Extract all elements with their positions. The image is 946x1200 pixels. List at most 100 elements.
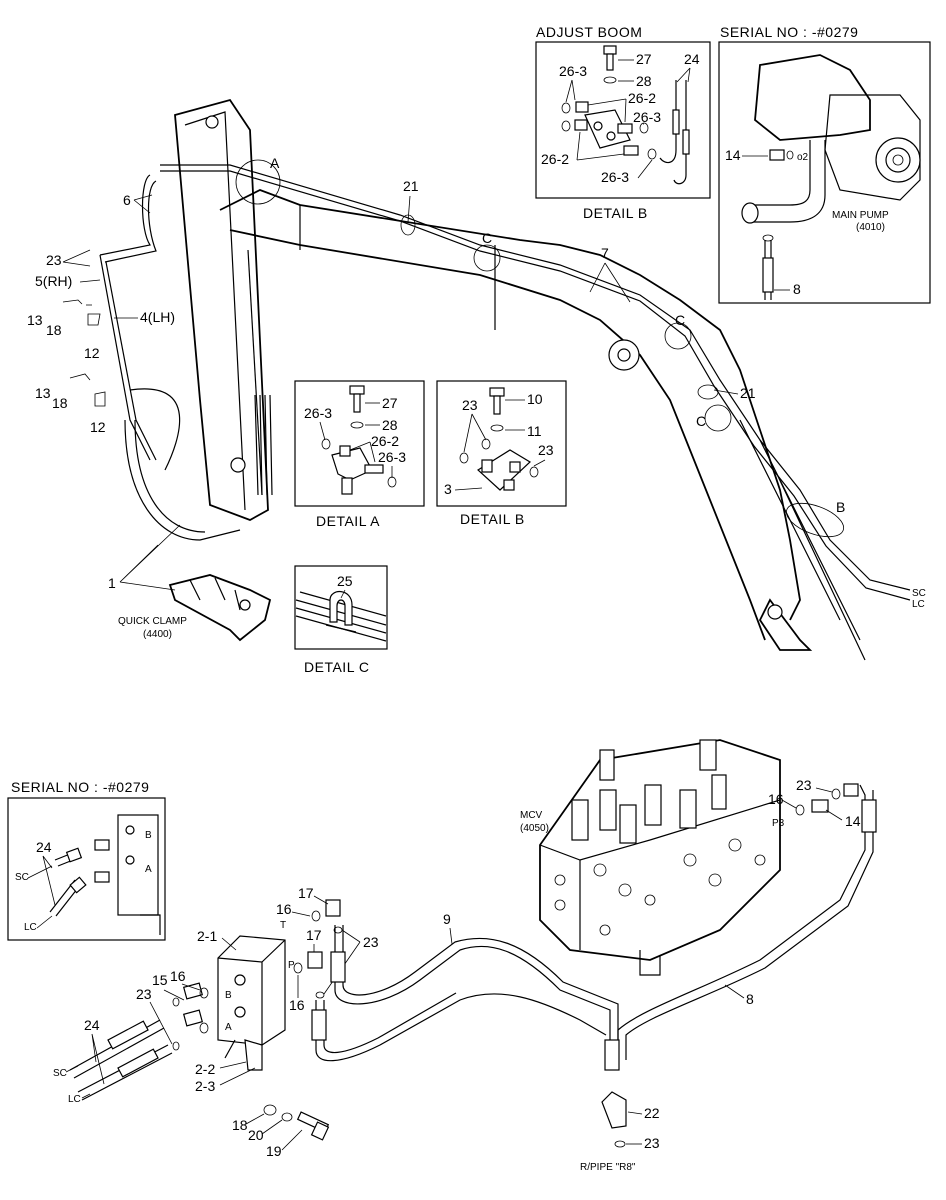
- ab-callout-26-3b: 26-3: [633, 109, 661, 125]
- ab-callout-26-3c: 26-3: [601, 169, 629, 185]
- serial-top-title: SERIAL NO : -#0279: [720, 24, 858, 40]
- da-callout-28: 28: [382, 417, 398, 433]
- b-callout-23c: 23: [644, 1135, 660, 1151]
- b-callout-15: 15: [152, 972, 168, 988]
- callout-18b: 18: [52, 395, 68, 411]
- db-callout-23b: 23: [538, 442, 554, 458]
- callout-lc: LC: [912, 599, 925, 610]
- sb-callout-24: 24: [36, 839, 52, 855]
- db-callout-11: 11: [527, 423, 542, 439]
- serial-bottom-title: SERIAL NO : -#0279: [11, 779, 149, 795]
- b-callout-2-2: 2-2: [195, 1061, 215, 1077]
- callout-13b: 13: [35, 385, 51, 401]
- detail-a-title: DETAIL A: [316, 513, 380, 529]
- callout-1: 1: [108, 575, 116, 591]
- b-callout-16b: 16: [289, 997, 305, 1013]
- b-callout-17b: 17: [306, 927, 322, 943]
- sb-callout-sc: SC: [15, 872, 29, 883]
- detail-a-panel: 27 28 26-3 26-2 26-3 DETAIL A: [294, 380, 425, 529]
- b-callout-9: 9: [443, 911, 451, 927]
- b-callout-16d: 16: [768, 791, 784, 807]
- callout-sc: SC: [912, 588, 926, 599]
- callout-12: 12: [84, 345, 100, 361]
- b-callout-14: 14: [845, 813, 861, 829]
- b-callout-23: 23: [363, 934, 379, 950]
- callout-18: 18: [46, 322, 62, 338]
- da-callout-26-3: 26-3: [304, 405, 332, 421]
- ab-callout-26-2b: 26-2: [541, 151, 569, 167]
- ab-callout-27: 27: [636, 51, 652, 67]
- sp-callout-14: 14: [725, 147, 741, 163]
- detail-b-mid-panel: 10 11 23 23 3 DETAIL B: [436, 380, 567, 527]
- b-callout-19: 19: [266, 1143, 282, 1159]
- b-callout-16c: 16: [170, 968, 186, 984]
- dc-callout-25: 25: [337, 573, 353, 589]
- mcv-code: (4050): [520, 823, 549, 834]
- mcv-assembly: MCV (4050) P3: [520, 739, 785, 976]
- serial-top-panel: SERIAL NO : -#0279 14 o2 MAIN PUMP (4010…: [718, 24, 931, 304]
- valve-port-b: B: [225, 990, 232, 1001]
- boom-callouts: 6 23 5(RH) 4(LH) 13 18 12 13 18 12 1 21 …: [27, 155, 926, 610]
- b-callout-lc: LC: [68, 1094, 81, 1105]
- db-callout-10: 10: [527, 391, 543, 407]
- mcv-port-p3: P3: [772, 818, 785, 829]
- da-callout-27: 27: [382, 395, 398, 411]
- boom-arm-assembly: [99, 98, 911, 661]
- callout-7: 7: [601, 245, 609, 261]
- callout-23: 23: [46, 252, 62, 268]
- callout-c2: C: [675, 312, 685, 328]
- adjust-boom-title: ADJUST BOOM: [536, 24, 642, 40]
- callout-b: B: [836, 499, 845, 515]
- callout-6: 6: [123, 192, 131, 208]
- b-callout-24: 24: [84, 1017, 100, 1033]
- ab-callout-28: 28: [636, 73, 652, 89]
- db-callout-3: 3: [444, 481, 452, 497]
- main-pump-code: (4010): [856, 222, 885, 233]
- sp-callout-o2: o2: [797, 152, 809, 163]
- quick-clamp: QUICK CLAMP (4400): [118, 574, 272, 642]
- b-callout-2-1: 2-1: [197, 928, 217, 944]
- rpipe-label: R/PIPE "R8": [580, 1162, 636, 1173]
- sb-port-b: B: [145, 830, 152, 841]
- main-pump-label: MAIN PUMP: [832, 210, 889, 221]
- ab-callout-26-3: 26-3: [559, 63, 587, 79]
- bottom-circuit: B A P T 24 SC LC 2-1 15 16 23 2-2 2-3: [53, 777, 877, 1173]
- mcv-label: MCV: [520, 810, 543, 821]
- callout-5rh: 5(RH): [35, 273, 72, 289]
- detail-b-mid-title: DETAIL B: [460, 511, 525, 527]
- detail-c-panel: 25 DETAIL C: [294, 565, 388, 675]
- b-callout-20: 20: [248, 1127, 264, 1143]
- callout-12b: 12: [90, 419, 106, 435]
- callout-c3: C: [696, 413, 706, 429]
- b-callout-sc: SC: [53, 1068, 67, 1079]
- da-callout-26-3b: 26-3: [378, 449, 406, 465]
- b-callout-16: 16: [276, 901, 292, 917]
- b-callout-23b: 23: [136, 986, 152, 1002]
- adjust-boom-panel: ADJUST BOOM 27 28 26-3 26-2 26-3 26-2 26…: [535, 24, 711, 221]
- callout-a: A: [270, 155, 280, 171]
- b-callout-23d: 23: [796, 777, 812, 793]
- sb-port-a: A: [145, 864, 152, 875]
- sb-callout-lc: LC: [24, 922, 37, 933]
- da-callout-26-2: 26-2: [371, 433, 399, 449]
- b-callout-2-3: 2-3: [195, 1078, 215, 1094]
- b-callout-17: 17: [298, 885, 314, 901]
- valve-port-p: P: [288, 960, 295, 971]
- detail-c-title: DETAIL C: [304, 659, 369, 675]
- ab-callout-24: 24: [684, 51, 700, 67]
- b-callout-22: 22: [644, 1105, 660, 1121]
- detail-b-top-title: DETAIL B: [583, 205, 648, 221]
- quick-clamp-code: (4400): [143, 629, 172, 640]
- valve-port-a: A: [225, 1022, 232, 1033]
- callout-13: 13: [27, 312, 43, 328]
- b-callout-18: 18: [232, 1117, 248, 1133]
- callout-4lh: 4(LH): [140, 309, 175, 325]
- serial-bottom-panel: SERIAL NO : -#0279 B A 24 SC LC: [7, 779, 166, 941]
- quick-clamp-label: QUICK CLAMP: [118, 616, 187, 627]
- b-callout-8: 8: [746, 991, 754, 1007]
- callout-21: 21: [403, 178, 419, 194]
- callout-21b: 21: [740, 385, 756, 401]
- valve-port-t: T: [280, 920, 286, 931]
- ab-callout-26-2: 26-2: [628, 90, 656, 106]
